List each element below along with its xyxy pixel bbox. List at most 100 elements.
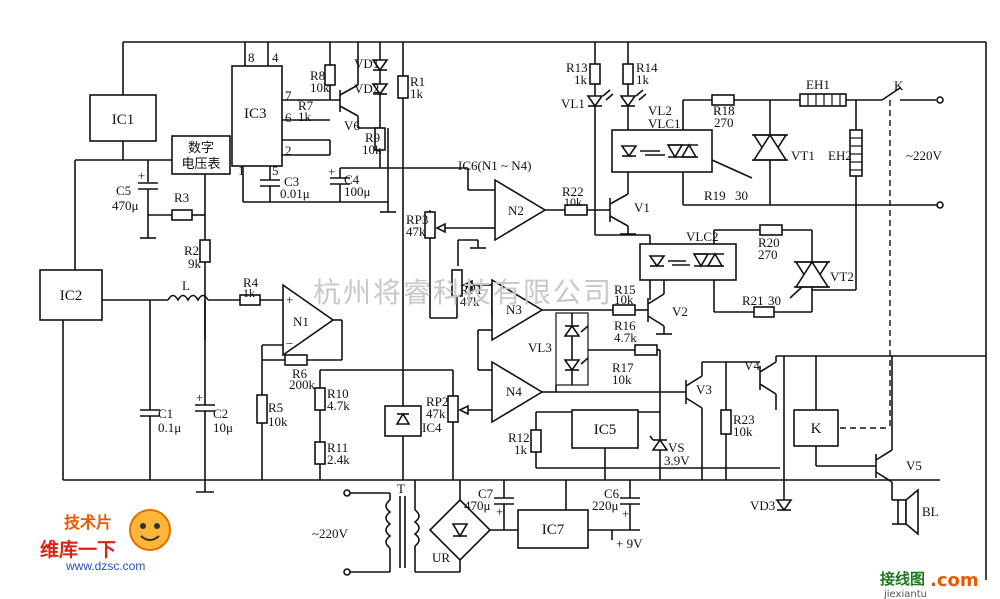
vd2-label: VD2	[354, 81, 379, 96]
ic3-support: R8 10k V6 VD1 VD2 R9 10k + C4 100μ	[310, 42, 430, 480]
v2-label: V2	[672, 304, 688, 319]
rp3-value: 47k	[406, 224, 426, 239]
jx-cn-text: 接线图	[880, 570, 925, 588]
r17-value: 10k	[612, 372, 632, 387]
c1-label: C1	[158, 406, 173, 421]
n3-label: N3	[506, 302, 522, 317]
svg-text:4: 4	[272, 50, 279, 65]
svg-text:+: +	[496, 504, 503, 519]
voltmeter-label-2: 电压表	[181, 156, 220, 171]
ic7-label: IC7	[542, 522, 565, 538]
ic2-block: IC2	[39, 269, 168, 480]
r10-r11-ic4: R10 4.7k R11 2.4k IC4	[314, 370, 442, 480]
vl2-label: VL2	[648, 103, 672, 118]
c3-value: 0.01μ	[280, 186, 310, 201]
r15-value: 10k	[614, 292, 634, 307]
r18-label: R18	[713, 103, 735, 118]
c3-label: C3	[284, 174, 299, 189]
r19-label: R19	[704, 188, 726, 203]
vl1-label: VL1	[561, 96, 585, 111]
r21-label: R21	[742, 293, 764, 308]
digital-voltmeter: 数字 电压表	[123, 135, 231, 340]
logo-url-text: www.dzsc.com	[65, 559, 145, 573]
r5-value: 10k	[268, 414, 288, 429]
r2: R2 9k	[184, 239, 211, 271]
n1-label: N1	[293, 314, 309, 329]
switch-k-label: K	[894, 78, 904, 93]
r8-label: R8	[310, 68, 325, 83]
r8-value: 10k	[310, 80, 330, 95]
opamp-n2: IC6(N1 ~ N4) N2 RP3 47k R22 10k	[406, 158, 610, 318]
r18-value: 270	[714, 115, 734, 130]
logo-cn-text: 维库一下	[40, 538, 116, 561]
c2-value: 10μ	[213, 420, 233, 435]
r7-label: R7	[298, 98, 314, 113]
bl-label: BL	[922, 504, 939, 519]
r7-value: 1k	[298, 109, 312, 124]
r22-label: R22	[562, 184, 584, 199]
triac-vt1: VT1	[711, 99, 815, 205]
r6-value: 200k	[289, 377, 316, 392]
watermarks: 杭州将睿科技有限公司 技术片 维库一下 www.dzsc.com 接线图 .co…	[40, 276, 979, 599]
c5-label: C5	[116, 183, 131, 198]
v1-label: V1	[634, 200, 650, 215]
jiexiantu-logo: 接线图 .com jiexiantu	[880, 570, 979, 599]
vt2-label: VT2	[830, 269, 854, 284]
r16-label: R16	[614, 318, 636, 333]
r3-label: R3	[174, 190, 189, 205]
r17-label: R17	[612, 360, 634, 375]
v4-label: V4	[744, 358, 760, 373]
r6-label: R6	[292, 366, 308, 381]
ic3-block: IC3 8 4 7 6 2 1 5 C3 0.01μ R7 1k	[231, 42, 388, 203]
svg-text:+: +	[622, 506, 629, 521]
transformer-label: T	[397, 481, 405, 496]
dzsc-logo: 技术片 维库一下 www.dzsc.com	[40, 509, 171, 573]
r4-value: 1k	[243, 286, 255, 300]
svg-text:1: 1	[238, 163, 245, 178]
r10-value: 4.7k	[327, 398, 350, 413]
n4-label: N4	[506, 384, 522, 399]
n2-label: N2	[508, 203, 524, 218]
r21-value: 30	[768, 293, 781, 308]
svg-text:+: +	[328, 164, 335, 179]
optocoupler-vlc1: VLC1 R18 270 R19 30	[611, 94, 940, 206]
c1-c2: C1 0.1μ + C2 10μ	[140, 300, 233, 493]
c4-value: 100μ	[344, 184, 371, 199]
v5-label: V5	[906, 458, 922, 473]
transistor-v2: V2	[647, 280, 688, 335]
r1-value: 1k	[410, 86, 424, 101]
r13-label: R13	[566, 60, 588, 75]
r19-value: 30	[735, 188, 748, 203]
rp2-value: 47k	[426, 406, 446, 421]
vs-label: VS	[668, 440, 685, 455]
plus9-label: + 9V	[616, 536, 643, 551]
r2-value: 9k	[188, 256, 202, 271]
r14-label: R14	[636, 60, 658, 75]
svg-text:+: +	[196, 390, 203, 405]
r9-label: R9	[365, 130, 380, 145]
svg-text:8: 8	[248, 50, 255, 65]
jx-com-text: .com	[930, 570, 979, 591]
c1-value: 0.1μ	[158, 420, 181, 435]
svg-text:6: 6	[285, 110, 292, 125]
svg-text:5: 5	[272, 163, 279, 178]
c6-value: 220μ	[592, 498, 619, 513]
ic6-label: IC6(N1 ~ N4)	[458, 158, 531, 173]
opamp-n4: N4 RP2 47k R17 10k	[320, 360, 686, 480]
svg-text:2: 2	[285, 143, 292, 158]
vd1-label: VD1	[354, 56, 379, 71]
voltmeter-label-1: 数字	[188, 140, 214, 155]
vs-value: 3.9V	[664, 453, 690, 468]
r13-value: 1k	[574, 72, 588, 87]
ic3-label: IC3	[244, 106, 267, 122]
jx-url-text: jiexiantu	[883, 589, 927, 599]
ic5-block: IC5 R12 1k VS 3.9V	[508, 409, 780, 480]
ac-right-label: ~220V	[906, 148, 943, 163]
r14-value: 1k	[636, 72, 650, 87]
svg-text:7: 7	[285, 88, 292, 103]
triac-vt2: VT2	[789, 230, 856, 312]
c5-value: 470μ	[112, 198, 139, 213]
r23-value: 10k	[733, 424, 753, 439]
bridge-label: UR	[432, 550, 450, 565]
r22-value: 10k	[564, 195, 582, 209]
